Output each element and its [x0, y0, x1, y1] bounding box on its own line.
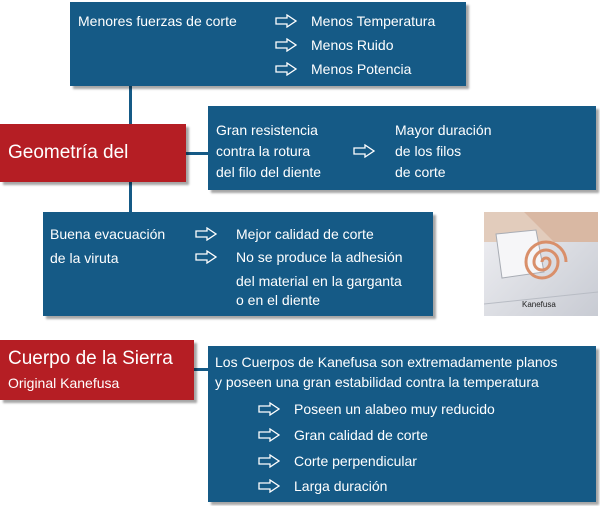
geometria-title: Geometría del	[8, 142, 129, 163]
cutting-forces-label: Menores fuerzas de corte	[78, 13, 237, 29]
cutting-forces-box: Menores fuerzas de corte Menos Temperatu…	[70, 2, 466, 86]
cuerpo-intro-line: Los Cuerpos de Kanefusa son extremadamen…	[215, 354, 558, 370]
geometria-right-line: de los filos	[395, 143, 462, 159]
evacuacion-item: No se produce la adhesión	[236, 249, 403, 265]
arrow-icon	[258, 454, 280, 468]
geometria-title-box: Geometría del	[0, 124, 186, 182]
cuerpo-item: Gran calidad de corte	[294, 427, 428, 443]
arrow-icon	[195, 227, 217, 241]
connector-line-cuerpo-right	[194, 368, 212, 371]
evacuacion-continuation: del material en la garganta	[236, 273, 402, 289]
evacuacion-left-line: Buena evacuación	[50, 226, 166, 242]
evacuacion-item: Mejor calidad de corte	[236, 226, 374, 242]
cuerpo-detail-box: Los Cuerpos de Kanefusa son extremadamen…	[208, 346, 596, 502]
geometria-left-line: Gran resistencia	[216, 122, 318, 138]
saw-tooth-image: Kanefusa	[484, 212, 598, 316]
saw-tooth-illustration	[484, 212, 598, 305]
geometria-detail-box: Gran resistencia contra la rotura del fi…	[208, 106, 596, 190]
cuerpo-item: Larga duración	[294, 478, 388, 494]
geometria-left-line: del filo del diente	[216, 164, 322, 180]
cuerpo-subtitle: Original Kanefusa	[8, 375, 120, 391]
arrow-icon	[275, 62, 297, 76]
arrow-icon	[195, 250, 217, 264]
cutting-forces-item: Menos Temperatura	[311, 13, 436, 29]
evacuacion-continuation: o en el diente	[236, 292, 321, 308]
geometria-right-line: de corte	[395, 164, 446, 180]
cutting-forces-item: Menos Potencia	[311, 61, 412, 77]
image-caption: Kanefusa	[522, 300, 556, 309]
geometria-left-line: contra la rotura	[216, 143, 311, 159]
cuerpo-item: Poseen un alabeo muy reducido	[294, 401, 495, 417]
geometria-right-line: Mayor duración	[395, 122, 492, 138]
cuerpo-title: Cuerpo de la Sierra	[8, 348, 173, 369]
arrow-icon	[258, 402, 280, 416]
arrow-icon	[258, 479, 280, 493]
cuerpo-title-box: Cuerpo de la Sierra Original Kanefusa	[0, 340, 194, 400]
connector-line-top	[129, 86, 132, 126]
connector-line-geometria-right	[186, 152, 210, 155]
connector-line-mid	[129, 182, 132, 214]
arrow-icon	[275, 38, 297, 52]
arrow-icon	[353, 144, 375, 158]
evacuacion-left-line: de la viruta	[50, 250, 119, 266]
evacuacion-box: Buena evacuación de la viruta Mejor cali…	[43, 212, 433, 316]
cuerpo-item: Corte perpendicular	[294, 453, 417, 469]
arrow-icon	[258, 428, 280, 442]
cutting-forces-item: Menos Ruido	[311, 37, 394, 53]
cuerpo-intro-line: y poseen una gran estabilidad contra la …	[215, 374, 539, 390]
arrow-icon	[275, 14, 297, 28]
